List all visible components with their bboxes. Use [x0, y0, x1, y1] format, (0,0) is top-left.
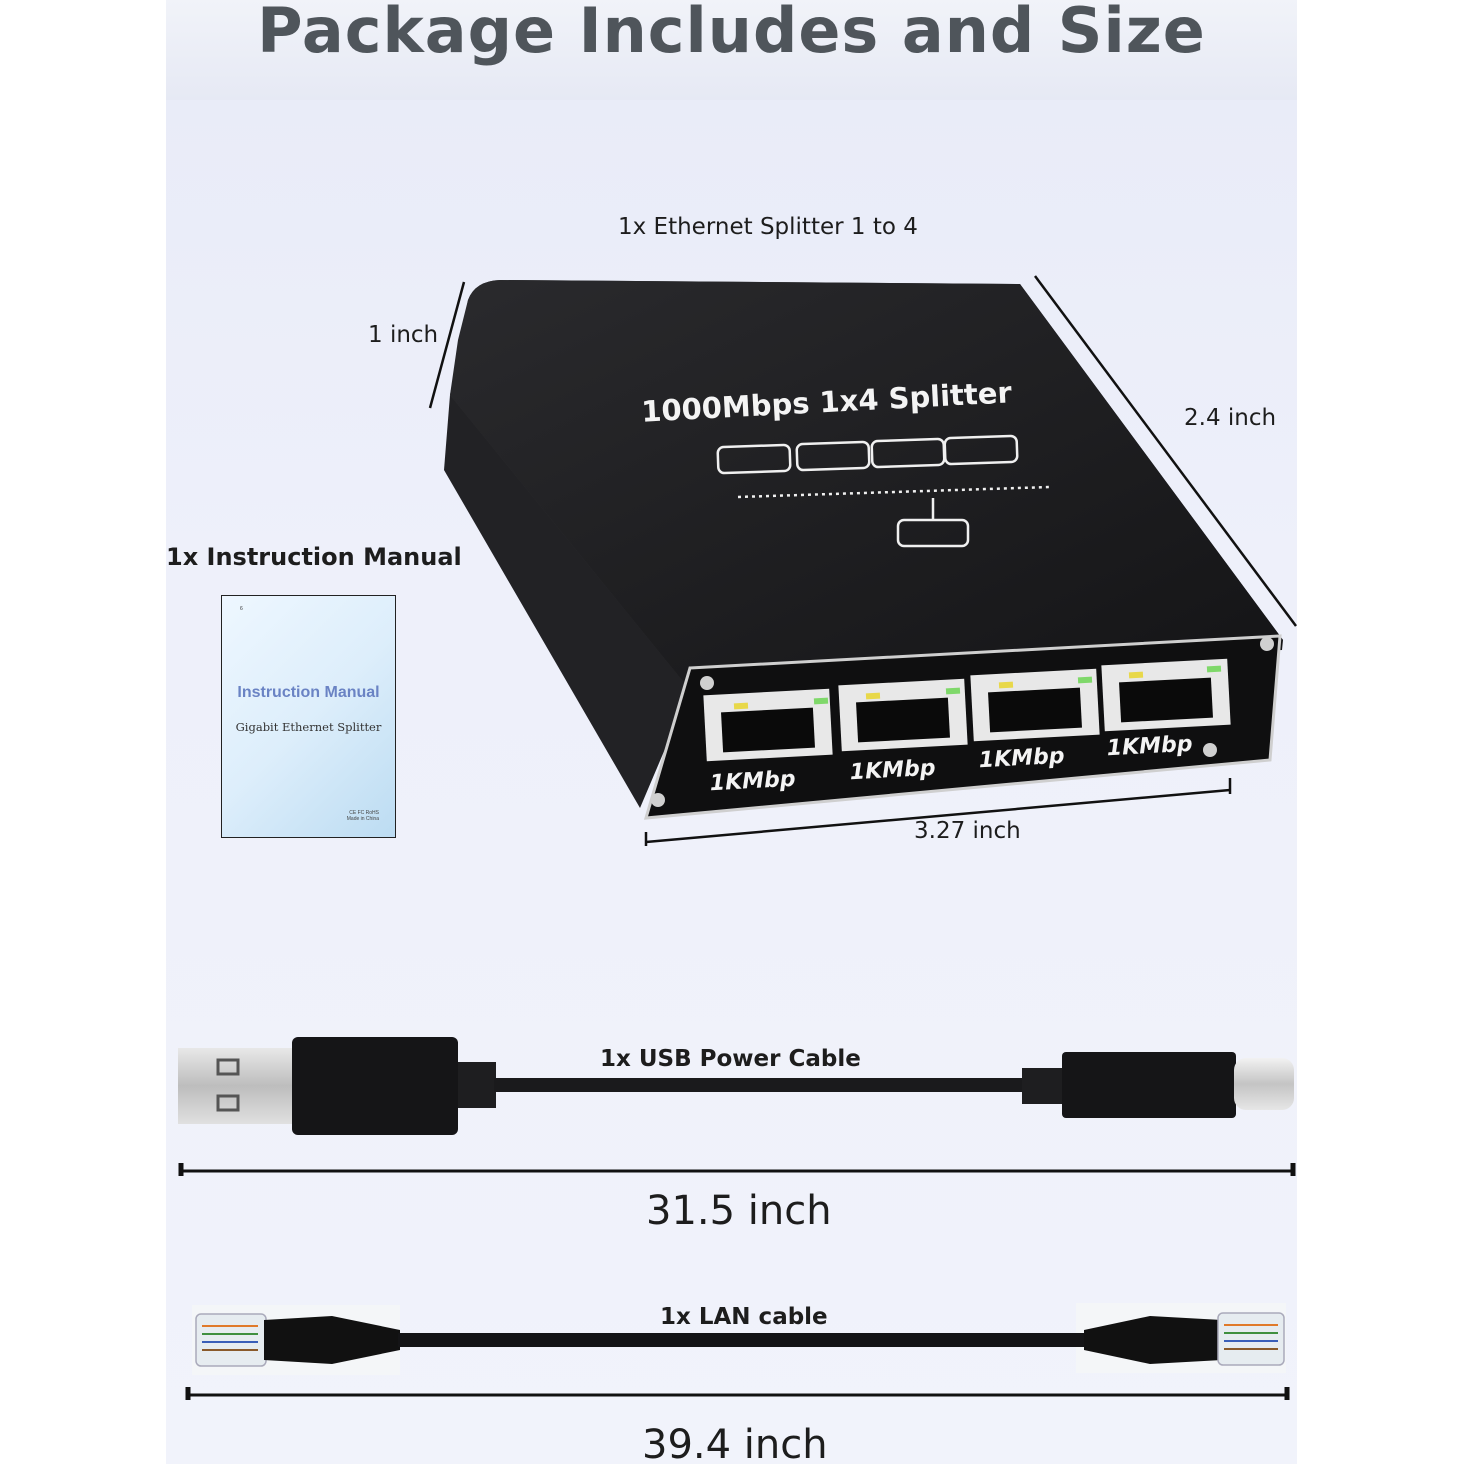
- lan-cable-length: 39.4 inch: [642, 1422, 828, 1468]
- ethernet-splitter: 1000Mbps 1x4 Splitter 1KMbp 1KM: [444, 280, 1283, 820]
- lan-cable: [192, 1303, 1286, 1375]
- port-label-4: 1KMbp: [1106, 732, 1193, 761]
- rj45-port-1: [703, 688, 833, 762]
- dimension-lines: [428, 275, 1298, 846]
- manual-cover-footer: CE FC RoHS Made in China: [347, 810, 379, 822]
- port-label-1: 1KMbp: [709, 767, 796, 796]
- page-title: Package Includes and Size: [257, 0, 1206, 67]
- manual-caption: 1x Instruction Manual: [166, 543, 462, 571]
- port-label-2: 1KMbp: [849, 756, 936, 785]
- manual-cover-title: Instruction Manual: [237, 684, 380, 701]
- lan-cable-caption: 1x LAN cable: [660, 1304, 828, 1330]
- lan-length-line: [185, 1387, 1290, 1400]
- rj45-port-2: [838, 678, 968, 752]
- width-dimension-label: 3.27 inch: [914, 818, 1021, 844]
- depth-dimension-label: 2.4 inch: [1184, 405, 1277, 431]
- manual-cover-subtitle: Gigabit Ethernet Splitter: [235, 720, 382, 734]
- usb-length-line: [178, 1163, 1296, 1176]
- instruction-manual: 6 Instruction Manual Gigabit Ethernet Sp…: [221, 595, 396, 838]
- rj45-port-3: [970, 668, 1100, 742]
- screw-icon: [651, 637, 1274, 807]
- usb-power-cable: [178, 1037, 1294, 1135]
- rj45-port-4: [1101, 658, 1231, 732]
- port-label-3: 1KMbp: [978, 744, 1065, 773]
- header-band: [166, 0, 1297, 100]
- network-topology-icon: [716, 434, 1051, 548]
- usb-cable-length: 31.5 inch: [646, 1188, 832, 1234]
- usb-cable-caption: 1x USB Power Cable: [600, 1046, 861, 1072]
- splitter-caption: 1x Ethernet Splitter 1 to 4: [618, 214, 918, 240]
- height-dimension-label: 1 inch: [368, 322, 439, 348]
- manual-page-number: 6: [240, 606, 243, 612]
- origin-text: Made in China: [346, 816, 379, 822]
- certification-marks: CE FC RoHS: [349, 810, 379, 816]
